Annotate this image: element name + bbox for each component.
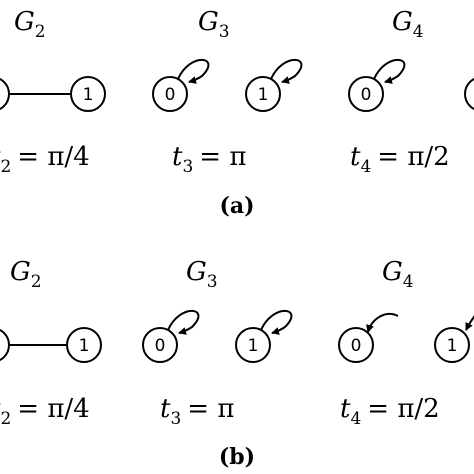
incoming-edge-1 [465,315,474,331]
graph-g4-a: G4 0 1 t4= π/2 [348,7,474,177]
self-loop-0 [167,309,200,335]
node-1: 1 [66,327,102,363]
svg-text:0: 0 [165,85,176,105]
graph-title: G2 [10,257,42,292]
svg-text:1: 1 [258,85,269,105]
graph-title: G2 [14,7,46,42]
time-label: t2= π/4 [0,394,90,429]
svg-text:1: 1 [83,85,94,105]
graph-g2-b: G2 0 1 t2= π/4 [0,257,102,429]
node-0: 0 [0,328,10,362]
svg-text:0: 0 [351,336,362,356]
time-label: t4= π/2 [350,142,450,177]
graph-g3-a: G3 0 1 t3= π [152,7,303,177]
row-a: G2 0 1 t2= π/4 G3 0 1 [0,7,474,219]
node-1: 1 [464,77,474,111]
self-loop-1 [270,58,303,84]
incoming-edge-0 [366,313,399,333]
svg-text:1: 1 [248,336,259,356]
time-label: t2= π/4 [0,142,90,177]
time-label: t3= π [172,142,246,177]
node-1: 1 [235,309,293,363]
time-label: t4= π/2 [340,394,440,429]
row-b: G2 0 1 t2= π/4 G3 0 1 [0,257,474,470]
node-0: 0 [152,58,210,112]
graph-g2-a: G2 0 1 t2= π/4 [0,7,106,177]
panel-label-b: (b) [219,444,255,470]
node-0: 0 [142,309,200,363]
node-1: 1 [434,315,474,363]
graph-g4-b: G4 0 1 t4= π/2 [338,257,474,429]
svg-text:1: 1 [447,336,458,356]
self-loop-0 [373,58,406,84]
svg-text:0: 0 [155,336,166,356]
svg-text:0: 0 [361,85,372,105]
panel-label-a: (a) [219,193,254,219]
graph-title: G3 [198,7,230,42]
self-loop-0 [177,58,210,84]
node-0: 0 [338,313,399,363]
graph-title: G4 [392,7,424,42]
node-0: 0 [348,58,406,112]
node-1: 1 [70,76,106,112]
node-1: 1 [245,58,303,112]
graph-g3-b: G3 0 1 t3= π [142,257,293,429]
self-loop-1 [260,309,293,335]
time-label: t3= π [160,394,234,429]
node-0: 0 [0,77,10,111]
graph-title: G4 [382,257,414,292]
graph-title: G3 [186,257,218,292]
svg-text:1: 1 [79,336,90,356]
